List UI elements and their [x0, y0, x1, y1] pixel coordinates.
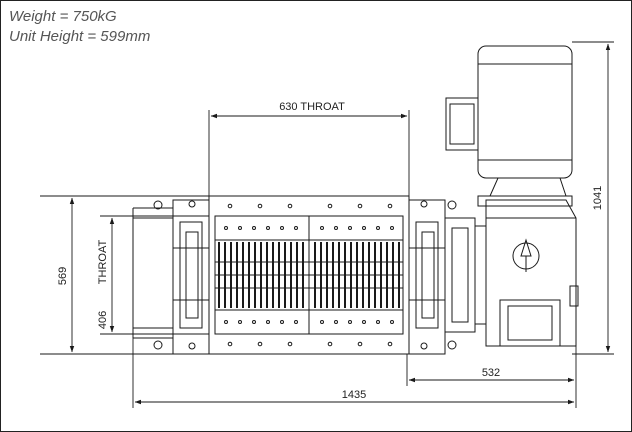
- gearbox: [485, 199, 577, 347]
- body-height-label: 569: [57, 267, 69, 285]
- left-end-frame: [132, 217, 174, 329]
- motor-adapter: [489, 177, 567, 197]
- right-bearing-housing: [408, 199, 446, 355]
- rotor-teeth: [218, 242, 400, 308]
- throat-height-value: 406: [97, 311, 109, 329]
- bolt-holes: [224, 203, 394, 347]
- motor-body: [477, 45, 573, 179]
- coupling-flange: [444, 217, 476, 333]
- throat-width-label: 630 THROAT: [279, 101, 345, 113]
- motor-section-label: 532: [482, 367, 500, 379]
- throat-height-label: THROAT: [97, 240, 109, 285]
- motor-terminal-box: [445, 97, 479, 151]
- dimension-lines: [40, 41, 614, 408]
- unit-height-spec: Unit Height = 599mm: [9, 28, 151, 45]
- overall-length-label: 1435: [342, 389, 366, 401]
- weight-spec: Weight = 750kG: [9, 8, 117, 25]
- motor-base: [477, 195, 573, 207]
- left-bearing-housing: [172, 199, 210, 355]
- machine-outline: [132, 45, 579, 355]
- overall-height-label: 1041: [592, 186, 604, 210]
